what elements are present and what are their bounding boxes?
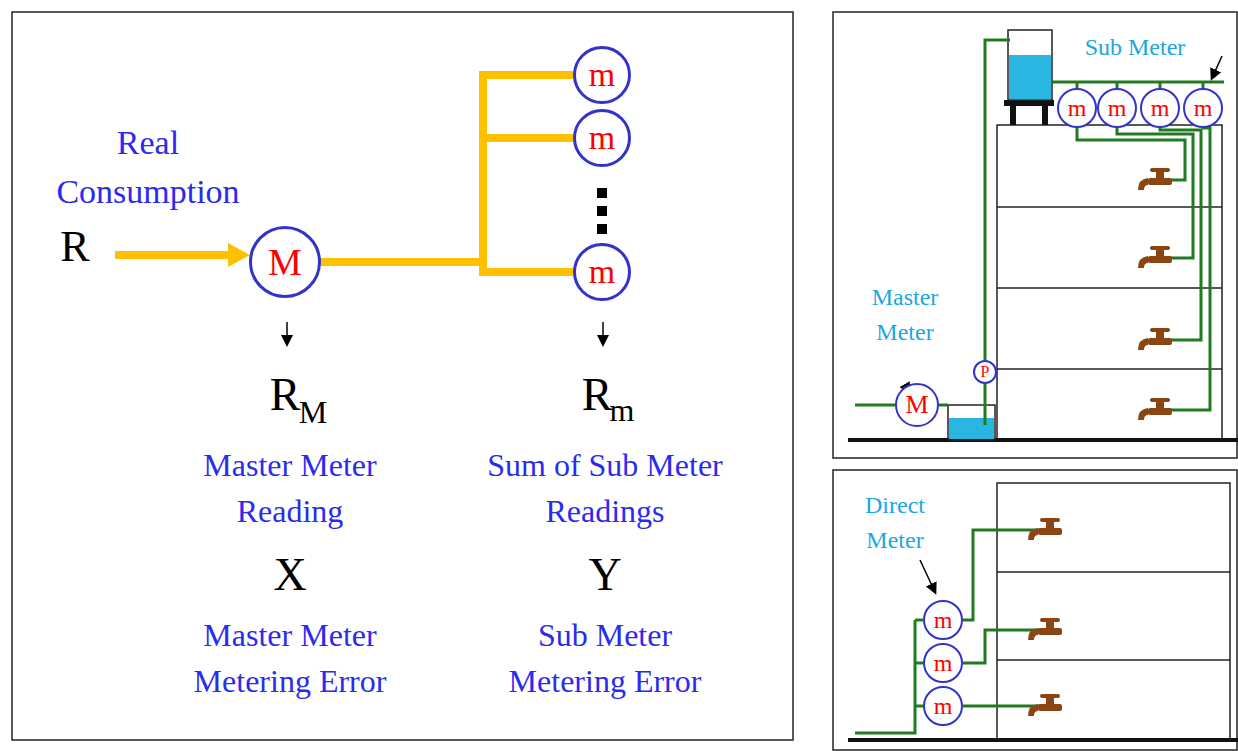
meter-circle: m — [923, 686, 963, 726]
meter-circle: M — [249, 226, 321, 298]
text-label: X — [260, 552, 320, 598]
meter-circle: m — [1097, 88, 1137, 128]
meter-circle: P — [973, 360, 997, 384]
meter-circle: m — [573, 109, 631, 167]
meter-letter: m — [1151, 96, 1170, 120]
meter-circle: m — [1057, 88, 1097, 128]
meter-circle: m — [573, 46, 631, 104]
text-label: Sum of Sub Meter Readings — [440, 442, 770, 535]
meter-letter: M — [268, 243, 302, 281]
meter-letter: m — [934, 608, 953, 632]
meter-letter: m — [589, 255, 615, 289]
text-label: Sub Meter — [1065, 30, 1205, 65]
meter-letter: m — [1194, 96, 1213, 120]
meter-circle: M — [895, 383, 939, 427]
text-label: Master Meter Reading — [160, 442, 420, 535]
meter-letter: M — [905, 392, 928, 418]
meter-letter: m — [934, 694, 953, 718]
meter-letter: m — [589, 58, 615, 92]
pipe-connector — [321, 138, 573, 262]
meter-circle: m — [1140, 88, 1180, 128]
pipe-connector — [321, 262, 573, 272]
meter-letter: P — [981, 364, 990, 380]
meter-letter: m — [1108, 96, 1127, 120]
meter-circle: m — [923, 643, 963, 683]
meter-letter: m — [934, 651, 953, 675]
pipe-connector — [321, 75, 573, 262]
meter-circle: m — [1183, 88, 1223, 128]
meter-circle: m — [573, 243, 631, 301]
text-label: R — [45, 225, 105, 269]
meter-letter: m — [1068, 96, 1087, 120]
meter-letter: m — [589, 121, 615, 155]
meter-circle: m — [923, 600, 963, 640]
text-label: m — [604, 394, 640, 426]
text-label: Direct Meter — [845, 488, 945, 558]
text-label: Master Meter — [855, 280, 955, 350]
text-label: M — [295, 396, 331, 428]
text-label: Sub Meter Metering Error — [485, 612, 725, 705]
text-label: Master Meter Metering Error — [155, 612, 425, 705]
text-label: Y — [575, 552, 635, 598]
text-label: Real Consumption — [43, 118, 253, 217]
